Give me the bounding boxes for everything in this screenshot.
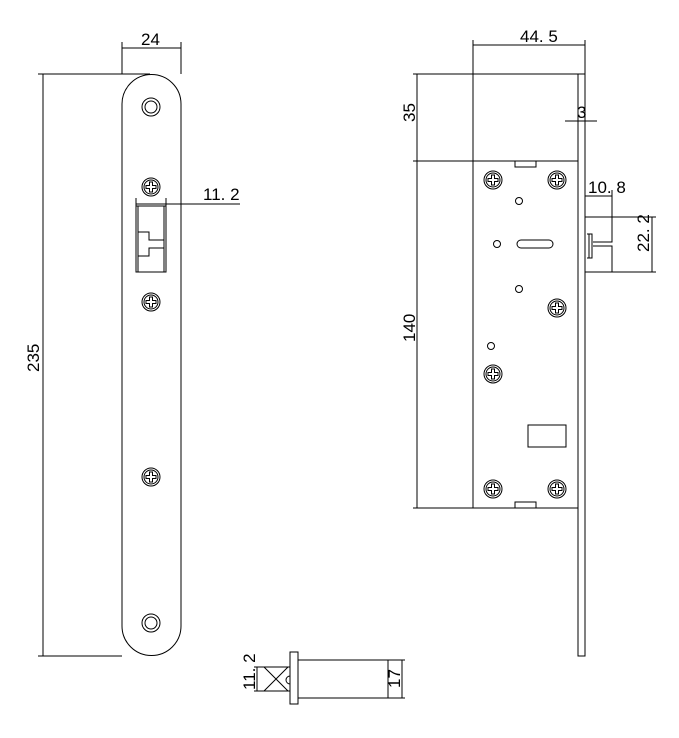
lock-case [472,160,579,509]
bolt-detail-view: 11. 2 17 [240,651,405,705]
spindle-slot [516,239,554,249]
screw-icon [483,364,503,384]
dim-bolt-height: 22. 2 [634,214,653,252]
dim-faceplate-thickness: 3 [577,103,586,122]
bolt-cylinder [297,659,389,699]
mounting-hole-top [141,97,161,117]
front-faceplate-view: 24 235 11. 2 [24,30,240,657]
dim-height: 235 [24,344,43,372]
cylinder-cutout [527,424,567,448]
bolt-flange [289,651,299,705]
faceplate-outline [121,74,182,656]
screw-icon [483,479,503,499]
screw-icon [141,177,161,197]
screw-icon [141,467,161,487]
screw-icon [547,298,567,318]
latch-opening [135,205,167,273]
dim-width: 24 [141,30,160,49]
faceplate-side [577,73,586,657]
screw-icon [547,170,567,190]
dim-latch-width: 11. 2 [203,185,240,204]
side-case-view: 44. 5 35 140 3 10. 8 22. 2 [400,27,656,657]
dim-bolt-projection: 10. 8 [588,178,626,197]
dim-body-height: 140 [400,314,419,342]
dim-top-offset: 35 [400,103,419,122]
dim-bolt-diameter: 17 [385,669,404,688]
dim-depth: 44. 5 [520,27,558,46]
mounting-hole-bottom [141,613,161,633]
bolt-side [585,216,613,273]
screw-icon [547,479,567,499]
screw-icon [141,292,161,312]
dim-bolt-square: 11. 2 [240,653,259,690]
screw-icon [483,170,503,190]
